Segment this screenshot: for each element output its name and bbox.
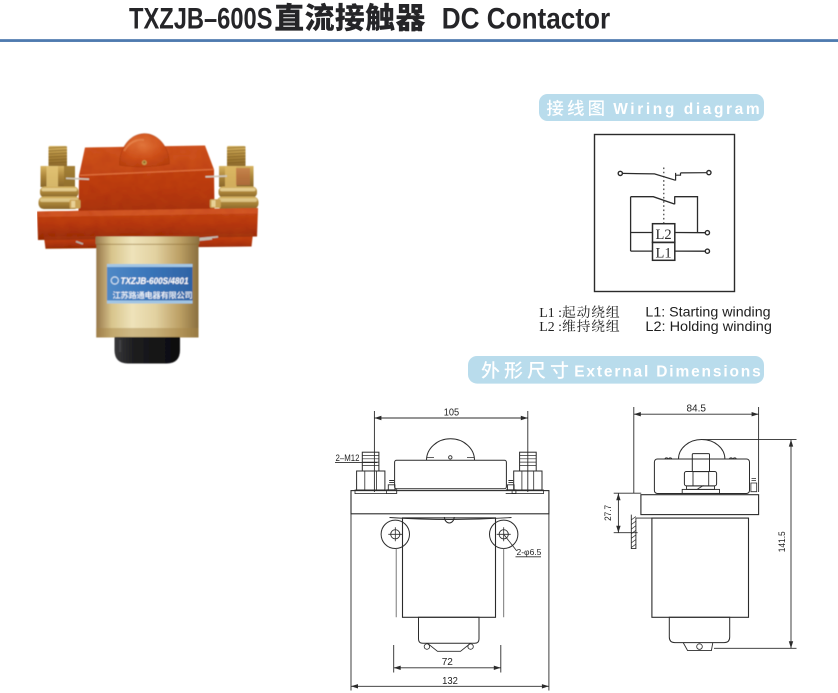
svg-text:27.7: 27.7 [603,505,614,521]
svg-text:TXZJB-600S/4801: TXZJB-600S/4801 [121,276,189,286]
svg-text:141.5: 141.5 [777,531,788,552]
svg-text:L2 :: L2 : [539,319,562,334]
svg-text:2-φ6.5: 2-φ6.5 [517,547,542,557]
svg-text:TXZJB–600S: TXZJB–600S [129,3,273,36]
svg-text:L2: L2 [656,227,672,243]
svg-text:Wiring diagram: Wiring diagram [613,101,760,118]
svg-text:72: 72 [442,656,453,668]
svg-text:132: 132 [442,675,458,687]
svg-text:L1 :: L1 : [539,305,562,320]
svg-text:L1: Starting winding: L1: Starting winding [645,305,770,320]
svg-text:L2: Holding winding: L2: Holding winding [645,319,772,334]
svg-text:2–M12: 2–M12 [336,453,360,463]
svg-text:105: 105 [444,406,460,418]
svg-text:L1: L1 [656,245,672,261]
svg-text:84.5: 84.5 [686,402,706,414]
svg-text:DC Contactor: DC Contactor [442,3,611,36]
